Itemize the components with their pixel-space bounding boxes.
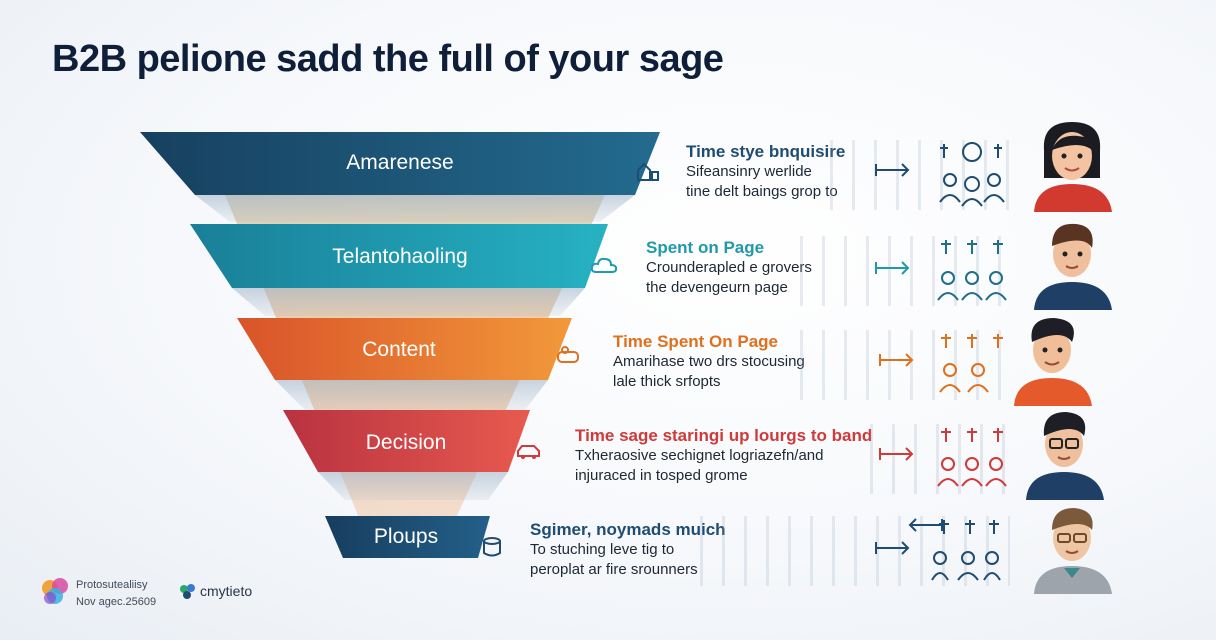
funnel-band-4: [283, 410, 530, 472]
avatar-woman: [1034, 122, 1112, 212]
funnel-band-3: [237, 318, 572, 380]
avatar-man-1: [1034, 223, 1112, 310]
info-line: Txheraosive sechignet logriazefn/and: [575, 447, 824, 464]
stage-label-content: Content: [362, 338, 436, 361]
team-icons: [937, 240, 1007, 301]
info-block-2: Spent on Page Crounderapled e grovers th…: [646, 238, 936, 298]
info-line: injuraced in tosped grome: [575, 467, 748, 484]
avatar-man-2: [1014, 318, 1092, 406]
cylinder-icon: [483, 537, 501, 557]
footer-line-1: Protosutealiisy: [76, 579, 148, 591]
footer-line-2: Nov agec.25609: [76, 596, 157, 608]
arrow-right-icon: [879, 353, 914, 367]
team-icons: [931, 520, 1001, 581]
footer-brand: cmytieto: [200, 583, 253, 599]
funnel-band-2: [190, 224, 608, 288]
info-line: Amarihase two drs stocusing: [613, 353, 805, 370]
team-icons: [939, 334, 1003, 393]
avatar-man-glasses: [1026, 412, 1104, 500]
car-icon: [517, 445, 540, 459]
team-icons: [937, 428, 1007, 487]
funnel-band-4-shadow: [318, 472, 508, 500]
info-title: Sgimer, noymads muich: [530, 520, 726, 539]
info-block-4: Time sage staringi up lourgs to band Txh…: [575, 426, 873, 486]
funnel-band-2-shadow: [232, 288, 585, 316]
arrow-right-icon: [875, 541, 910, 555]
avatar-man-older: [1034, 508, 1112, 594]
stripe-decoration: [700, 516, 1010, 586]
info-title: Time sage staringi up lourgs to band: [575, 426, 873, 445]
brand-mark-icon: [180, 584, 195, 599]
info-line: the devengeurn page: [646, 279, 788, 296]
info-line: Crounderapled e grovers: [646, 259, 812, 276]
funnel-band-1-shadow: [195, 195, 635, 222]
info-block-3: Time Spent On Page Amarihase two drs sto…: [613, 332, 903, 392]
brand-logo-icon: [42, 578, 68, 604]
info-block-5: Sgimer, noymads muich To stuching leve t…: [530, 520, 820, 580]
funnel-band-1: [140, 132, 660, 195]
info-line: lale thick srfopts: [613, 373, 721, 390]
info-line: Sifeansinry werlide: [686, 163, 812, 180]
team-icons: [939, 142, 1005, 207]
info-title: Time Spent On Page: [613, 332, 779, 351]
stage-label-awareness: Amarenese: [346, 151, 454, 174]
info-title: Time stye bnquisire: [686, 142, 846, 161]
cloud-icon: [590, 257, 618, 273]
arrow-right-icon: [875, 261, 910, 275]
page-title: B2B pelione sadd the full of your sage: [52, 38, 724, 80]
info-block-1: Time stye bnquisire Sifeansinry werlide …: [686, 142, 976, 202]
funnel-band-5: [325, 516, 490, 558]
info-title: Spent on Page: [646, 238, 765, 257]
chat-icon: [557, 346, 579, 363]
info-line: tine delt baings grop to: [686, 183, 838, 200]
arrow-right-icon: [879, 447, 914, 461]
building-icon: [637, 162, 659, 181]
stage-label-second: Telantohaoling: [332, 245, 468, 268]
funnel-band-3-shadow: [275, 380, 548, 410]
arrow-right-icon: [875, 163, 910, 177]
info-line: To stuching leve tig to: [530, 541, 675, 558]
info-line: peroplat ar fire srounners: [530, 561, 698, 578]
stage-label-decision: Decision: [365, 431, 447, 454]
stage-label-final: Ploups: [373, 525, 439, 548]
